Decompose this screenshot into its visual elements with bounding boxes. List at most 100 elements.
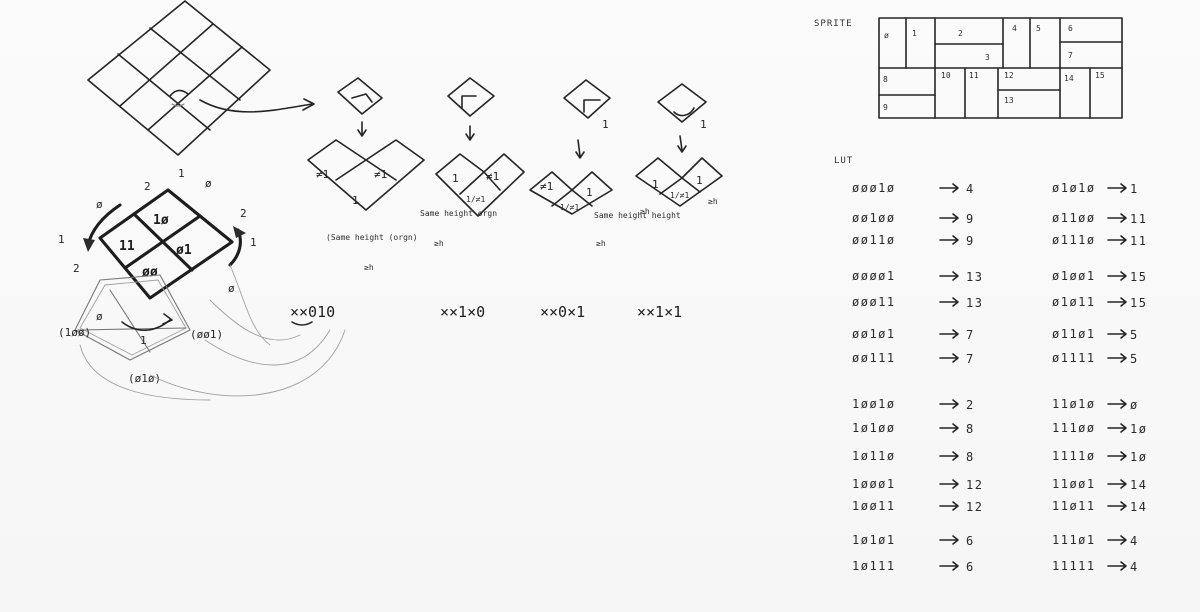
cell-label-right: ø1 bbox=[176, 243, 192, 258]
tile-case-shape bbox=[529, 171, 613, 215]
tile-case-cell: 1/≠1 bbox=[560, 203, 579, 212]
lut-value: 9 bbox=[966, 234, 975, 248]
lut-arrow bbox=[1107, 235, 1127, 245]
lut-code: ø11ø1 bbox=[1052, 327, 1096, 341]
lut-row: ø1ø1ø 1 bbox=[1052, 181, 1139, 196]
top-grid-outline bbox=[87, 0, 271, 156]
2x2-grid-outline bbox=[98, 188, 234, 300]
base-tile-divider bbox=[109, 289, 151, 353]
lut-code: 11øø1 bbox=[1052, 477, 1096, 491]
cell-label-top: 1ø bbox=[153, 213, 169, 228]
sprite-cell: 8 bbox=[883, 75, 888, 84]
base-tile: ø 1 (1øø) (øø1) (ø1ø) bbox=[58, 264, 346, 401]
connector-line bbox=[209, 299, 301, 341]
base-tile-corner-bottom: (ø1ø) bbox=[128, 372, 161, 385]
tile-case-top-tile bbox=[447, 77, 495, 117]
lut-value: 11 bbox=[1130, 212, 1147, 226]
tile-case-cell: 1 bbox=[452, 172, 459, 185]
tile-case-note: (Same height (orgn) bbox=[326, 233, 418, 242]
sprite-outline bbox=[878, 17, 1123, 119]
base-tile-curve-arrow bbox=[162, 313, 173, 325]
lut-value: 11 bbox=[1130, 234, 1147, 248]
lut-code: øøø11 bbox=[852, 295, 896, 309]
sprite-cell: 2 bbox=[958, 29, 963, 38]
top-grid-center-mark bbox=[171, 103, 185, 107]
lut-value: 15 bbox=[1130, 270, 1147, 284]
lut-code: ø1ø1ø bbox=[1052, 181, 1096, 195]
corner-label-zero: ø bbox=[205, 177, 212, 190]
lut-code: 111ø1 bbox=[1052, 533, 1096, 547]
tile-case-cell: ≠1 bbox=[316, 168, 329, 181]
base-tile-corner-left: (1øø) bbox=[58, 326, 91, 339]
tile-case-cell: 1 bbox=[586, 186, 593, 199]
sprite-sheet: SPRITE ø 1 2 3 4 5 6 7 8 9 10 11 12 13 bbox=[814, 17, 1123, 119]
lut-code: ø1øø1 bbox=[1052, 269, 1096, 283]
lut-value: 1 bbox=[1130, 182, 1139, 196]
sprite-title: SPRITE bbox=[814, 19, 853, 29]
lut-value: ø bbox=[1130, 398, 1139, 412]
tile-case-down-arrow bbox=[679, 135, 683, 151]
tile-case-down-arrow bbox=[577, 139, 581, 157]
lut-code: øøøø1 bbox=[852, 269, 896, 283]
tile-case-note: Same height orgn bbox=[420, 209, 497, 218]
lut-code: ø111ø bbox=[1052, 233, 1096, 247]
top-grid-arrowhead bbox=[302, 98, 315, 111]
lut-value: 1ø bbox=[1130, 450, 1147, 464]
lut-code: 11ø1ø bbox=[1052, 397, 1096, 411]
lut-arrow bbox=[1107, 501, 1127, 511]
tile-case-cell: ≠1 bbox=[374, 168, 387, 181]
tile-case-shape-inner bbox=[551, 189, 593, 207]
pattern-label: ××0×1 bbox=[540, 303, 585, 321]
lut-arrow bbox=[939, 183, 959, 193]
tile-case-detail bbox=[461, 95, 477, 109]
top-grid-line bbox=[119, 23, 214, 107]
sprite-cell: 5 bbox=[1036, 24, 1041, 33]
lut-arrow bbox=[939, 479, 959, 489]
sprite-cell: 10 bbox=[941, 71, 951, 80]
tile-case-cell: 1/≠1 bbox=[466, 195, 485, 204]
pattern-labels: ××010 ××1×0 ××0×1 ××1×1 bbox=[290, 303, 682, 326]
tile-case-note: ≥h bbox=[364, 263, 374, 272]
lut-title: LUT bbox=[834, 156, 853, 166]
lut-arrow bbox=[939, 423, 959, 433]
lut-arrow bbox=[939, 561, 959, 571]
lut-code: 1ø1ø1 bbox=[852, 533, 896, 547]
lut-value: 12 bbox=[966, 500, 983, 514]
tile-case-shape-inner bbox=[659, 177, 701, 195]
lut-code: 11ø11 bbox=[1052, 499, 1096, 513]
sprite-cell: 6 bbox=[1068, 24, 1073, 33]
lut-value: 7 bbox=[966, 328, 975, 342]
tile-case-down-arrowhead bbox=[357, 129, 367, 137]
tile-case-cell: ≠1 bbox=[486, 170, 499, 183]
lut-arrow bbox=[1107, 561, 1127, 571]
top-iso-grid bbox=[87, 0, 315, 156]
lut-value: 8 bbox=[966, 450, 975, 464]
lut-arrow bbox=[1107, 271, 1127, 281]
tile-case-cell: 1/≠1 bbox=[670, 191, 689, 200]
connector-line bbox=[149, 329, 346, 397]
lut-arrow bbox=[1107, 479, 1127, 489]
corner-label-right: 1 bbox=[178, 167, 185, 180]
top-grid-line bbox=[149, 27, 241, 101]
lut-arrow bbox=[1107, 213, 1127, 223]
base-tile-cell-right: 1 bbox=[140, 334, 147, 347]
cell-label-bottom: øø bbox=[142, 265, 158, 280]
lut-code: øø111 bbox=[852, 351, 896, 365]
sprite-cell: 4 bbox=[1012, 24, 1017, 33]
tile-case-down-arrowhead bbox=[677, 145, 687, 153]
lut-arrow bbox=[1107, 297, 1127, 307]
